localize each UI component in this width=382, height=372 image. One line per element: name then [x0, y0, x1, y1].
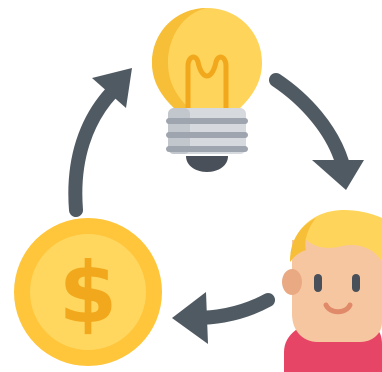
dollar-coin-icon: $	[14, 218, 162, 366]
person-icon	[282, 210, 382, 372]
dollar-sign-symbol: $	[59, 244, 117, 342]
cycle-arrow-icon	[68, 68, 132, 217]
cycle-arrow-icon	[269, 73, 364, 190]
cycle-arrow-icon	[172, 292, 275, 344]
lightbulb-icon	[152, 8, 262, 172]
